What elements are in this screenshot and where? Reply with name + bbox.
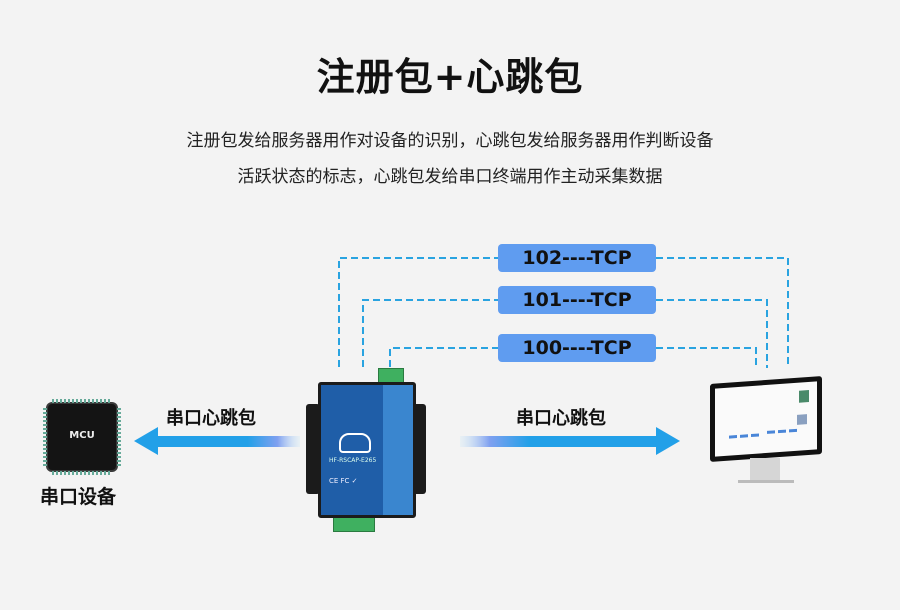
device-certs: CE FC ✓	[329, 477, 358, 485]
tcp-tag-101: 101----TCP	[498, 286, 656, 314]
mcu-label: MCU	[69, 430, 95, 441]
tcp-tag-102: 102----TCP	[498, 244, 656, 272]
description-line-2: 活跃状态的标志，心跳包发给串口终端用作主动采集数据	[237, 167, 663, 187]
left-arrow	[134, 427, 300, 455]
dash-line-101	[362, 299, 768, 368]
right-arrow	[460, 427, 680, 455]
bottom-terminal-block	[333, 516, 375, 532]
mcu-chip-icon: MCU	[43, 399, 121, 475]
description-line-1: 注册包发给服务器用作对设备的识别，心跳包发给服务器用作判断设备	[186, 131, 714, 151]
dash-line-100	[389, 347, 757, 368]
serial-device-caption: 串口设备	[40, 486, 117, 508]
device-model: HF-RSCAP-E265	[329, 457, 377, 464]
device-bracket-left	[306, 404, 320, 494]
tcp-tag-100: 100----TCP	[498, 334, 656, 362]
right-arrow-label: 串口心跳包	[516, 408, 606, 429]
device-led-panel	[383, 385, 413, 515]
monitor-screen	[715, 381, 817, 457]
cloud-logo-icon	[339, 433, 371, 453]
left-arrow-label: 串口心跳包	[166, 408, 256, 429]
monitor-base	[738, 480, 794, 483]
serial-server-device-icon: HF-RSCAP-E265 CE FC ✓	[318, 382, 416, 518]
monitor-stand	[750, 458, 780, 482]
monitor-server-icon	[710, 376, 822, 462]
dash-line-102	[338, 257, 789, 368]
page-title: 注册包+心跳包	[316, 55, 584, 99]
